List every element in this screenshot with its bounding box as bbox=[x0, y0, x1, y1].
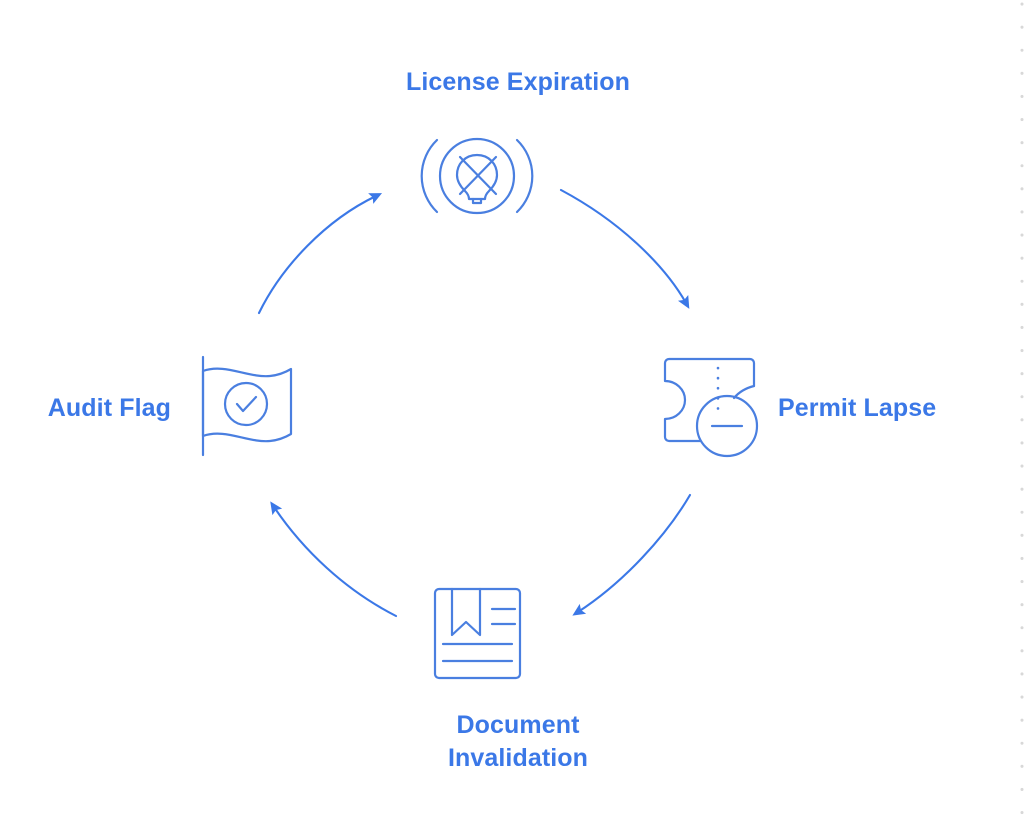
node-label-license-expiration: License Expiration bbox=[405, 68, 631, 96]
ticket-minus-icon bbox=[663, 357, 759, 458]
node-label-document-invalidation: Document Invalidation bbox=[447, 711, 589, 772]
node-label-audit-flag: Audit Flag bbox=[47, 394, 171, 422]
arrow-top-to-right bbox=[559, 188, 690, 309]
broadcast-signal-off-icon bbox=[420, 137, 534, 215]
flag-check-icon bbox=[201, 355, 293, 457]
document-bookmark-icon bbox=[433, 587, 522, 680]
arrow-right-to-bottom bbox=[572, 493, 692, 616]
arrow-left-to-top bbox=[257, 193, 383, 315]
arrow-bottom-to-left bbox=[270, 501, 398, 618]
node-label-permit-lapse: Permit Lapse bbox=[778, 394, 937, 422]
